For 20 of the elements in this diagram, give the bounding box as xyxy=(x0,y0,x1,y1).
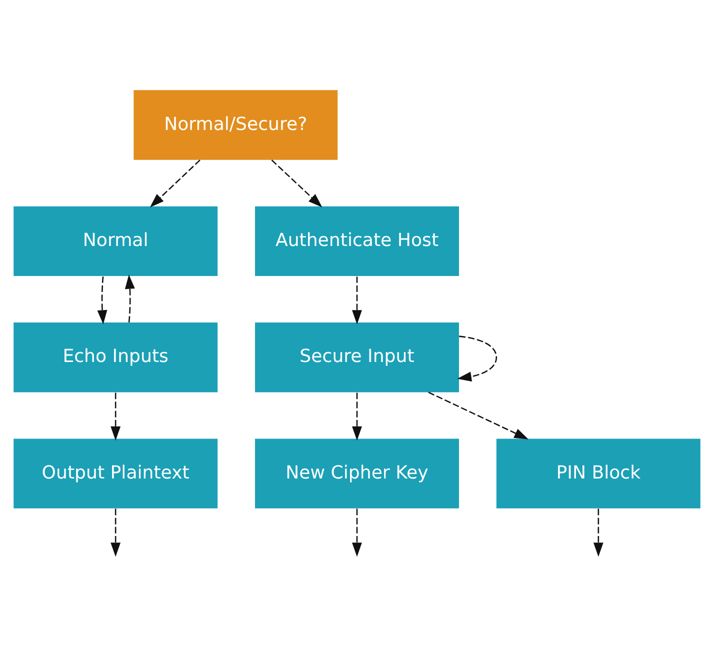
node-box: New Cipher Key xyxy=(255,438,459,508)
arrow xyxy=(124,274,135,322)
arrow xyxy=(97,276,108,324)
arrow xyxy=(110,392,121,441)
arrow xyxy=(457,336,498,382)
node-box: Echo Inputs xyxy=(14,322,218,392)
arrow xyxy=(352,392,362,441)
arrow xyxy=(428,392,528,440)
node-box: Output Plaintext xyxy=(14,438,218,508)
node-box: Normal xyxy=(14,206,218,276)
node-box: Secure Input xyxy=(255,322,459,392)
arrow xyxy=(271,160,322,208)
arrow xyxy=(150,160,200,208)
arrow xyxy=(352,276,362,324)
arrow xyxy=(110,508,121,557)
node-box: Normal/Secure? xyxy=(134,90,338,160)
arrow xyxy=(593,508,604,557)
arrow xyxy=(352,508,362,557)
node-box: Authenticate Host xyxy=(255,206,459,276)
node-box: PIN Block xyxy=(496,438,700,508)
